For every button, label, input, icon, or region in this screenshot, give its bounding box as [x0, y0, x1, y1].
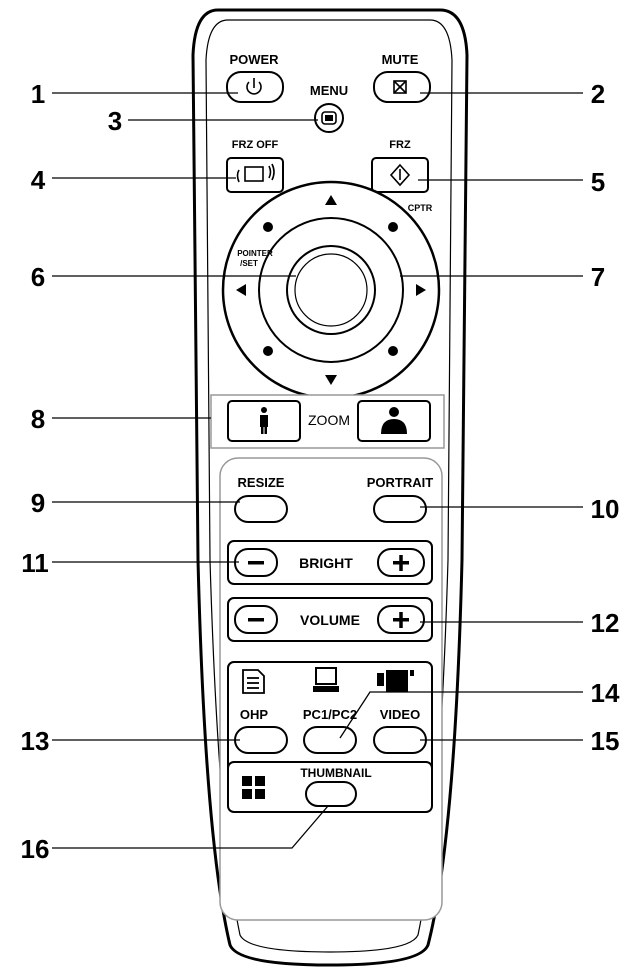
callout-14: 14	[591, 678, 620, 708]
callout-15: 15	[591, 726, 620, 756]
portrait-label: PORTRAIT	[367, 475, 434, 490]
bright-label: BRIGHT	[299, 555, 353, 571]
document-icon	[242, 669, 265, 694]
diagonal-down-left-dot[interactable]	[263, 346, 273, 356]
mute-label: MUTE	[382, 52, 419, 67]
frz-label: FRZ	[389, 139, 411, 151]
resize-button[interactable]	[234, 495, 288, 523]
callout-9: 9	[31, 488, 45, 518]
portrait-button[interactable]	[373, 495, 427, 523]
grid-icon	[242, 776, 265, 799]
arrow-up-icon[interactable]	[325, 195, 337, 205]
callout-7: 7	[591, 262, 605, 292]
callout-6: 6	[31, 262, 45, 292]
callout-8: 8	[31, 404, 45, 434]
thumbnail-button[interactable]	[305, 781, 357, 807]
plus-icon	[393, 555, 409, 571]
arrow-right-icon[interactable]	[416, 284, 426, 296]
pointer-label: POINTER	[237, 249, 273, 258]
pc1-pc2-button[interactable]	[303, 726, 357, 754]
mute-icon	[393, 80, 407, 94]
volume-label: VOLUME	[300, 612, 360, 628]
volume-group	[227, 597, 433, 642]
callout-4: 4	[31, 165, 46, 195]
diamond-arrow-icon	[389, 163, 411, 187]
camera-icon	[377, 670, 414, 692]
person-large-icon	[381, 407, 407, 434]
diagonal-down-right-dot[interactable]	[388, 346, 398, 356]
computer-icon	[313, 667, 339, 692]
power-label: POWER	[229, 52, 279, 67]
callout-12: 12	[591, 608, 620, 638]
ohp-label: OHP	[240, 707, 269, 722]
callout-1: 1	[31, 79, 45, 109]
callout-3: 3	[108, 106, 122, 136]
frz-off-button[interactable]	[226, 157, 284, 193]
resize-label: RESIZE	[238, 475, 285, 490]
video-label: VIDEO	[380, 707, 420, 722]
ohp-button[interactable]	[234, 726, 288, 754]
frame-unfreeze-icon	[236, 163, 275, 183]
callout-11: 11	[21, 548, 49, 578]
callout-10: 10	[591, 494, 620, 524]
callout-2: 2	[591, 79, 605, 109]
arrow-down-icon[interactable]	[325, 375, 337, 385]
video-button[interactable]	[373, 726, 427, 754]
menu-icon	[321, 111, 337, 125]
arrow-left-icon[interactable]	[236, 284, 246, 296]
minus-icon	[248, 618, 264, 622]
thumbnail-label: THUMBNAIL	[300, 766, 371, 780]
pc1-pc2-label: PC1/PC2	[303, 707, 357, 722]
minus-icon	[248, 561, 264, 565]
person-small-icon	[260, 407, 268, 434]
power-button[interactable]	[226, 71, 284, 103]
diagonal-up-right-dot[interactable]	[388, 222, 398, 232]
callout-13: 13	[21, 726, 50, 756]
directional-pad	[221, 180, 441, 400]
callout-16: 16	[21, 834, 50, 864]
menu-label: MENU	[310, 83, 348, 98]
set-label: /SET	[240, 259, 258, 268]
zoom-label: ZOOM	[308, 412, 350, 428]
pointer-set-button[interactable]	[286, 245, 376, 335]
frz-off-label: FRZ OFF	[232, 139, 279, 151]
callout-5: 5	[591, 167, 605, 197]
callout-lines	[52, 92, 583, 849]
plus-icon	[393, 612, 409, 628]
power-icon	[246, 78, 262, 95]
diagonal-up-left-dot[interactable]	[263, 222, 273, 232]
cptr-label: CPTR	[408, 203, 433, 213]
mute-button[interactable]	[373, 71, 431, 103]
